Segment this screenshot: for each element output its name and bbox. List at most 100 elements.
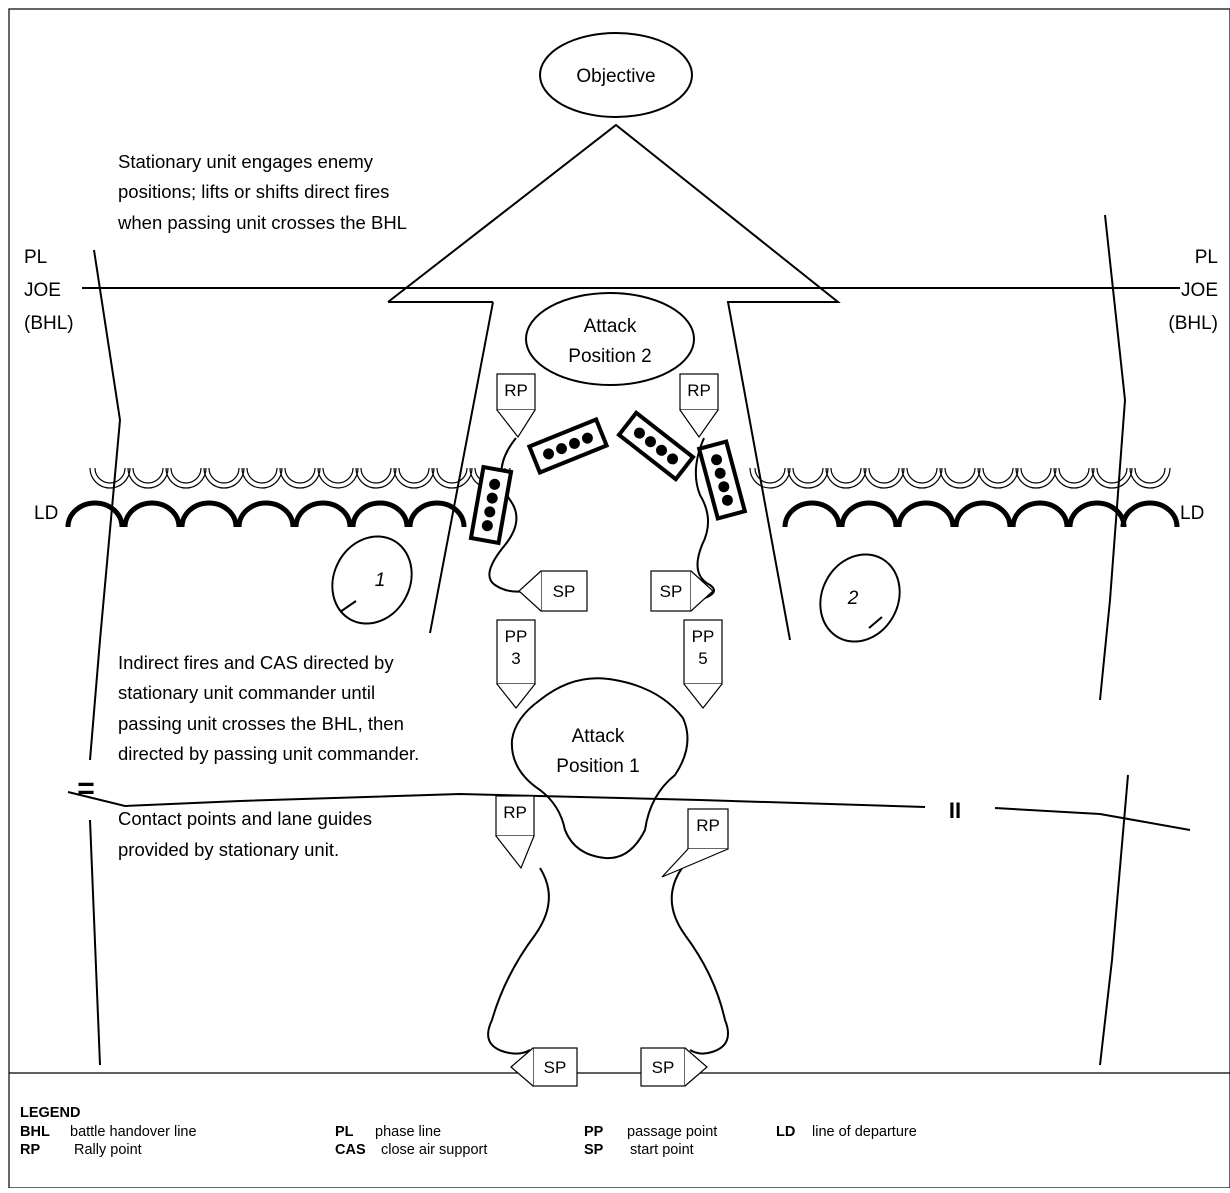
ld-thin-arc	[241, 467, 283, 489]
unit-2-symbol: 2	[819, 553, 901, 643]
indirect-fires-note: Indirect fires and CAS directed by stati…	[118, 652, 419, 764]
ap1-line-1: Attack	[572, 726, 625, 747]
lower-boundary-line	[67, 791, 1191, 831]
note-contact-1: Contact points and lane guides	[118, 808, 372, 829]
attack-position-1	[510, 677, 689, 860]
pl-left-line-2: JOE	[24, 280, 61, 301]
platoon-symbols	[468, 409, 748, 546]
ld-thick-arc	[293, 500, 353, 528]
right-upper-lane	[694, 437, 715, 599]
pp-marker-5-text-0: PP	[692, 627, 715, 646]
ap2-line-2: Position 2	[568, 346, 651, 367]
legend-abbr-rp: RP	[20, 1142, 40, 1158]
sp-marker-upper-left: SP	[518, 570, 588, 612]
rp-marker-lower-right: RP	[661, 808, 729, 878]
rp-marker-lower-right-text-0: RP	[696, 816, 720, 835]
ld-thin-arc	[825, 467, 867, 489]
ld-thin-arc	[1091, 467, 1133, 489]
pp-marker-3-text-0: PP	[505, 627, 528, 646]
pl-left-line-3: (BHL)	[24, 313, 74, 334]
unit-1-label: 1	[375, 570, 386, 591]
sp-marker-lower-right-text: SP	[652, 1058, 675, 1077]
pp-marker-5: PP 5	[683, 619, 723, 709]
legend-text-pl: phase line	[375, 1124, 441, 1140]
left-lower-lane	[487, 867, 550, 1055]
ld-thin-arc	[393, 467, 435, 489]
boundary-echelon-symbol: II	[949, 798, 961, 823]
unit-boundary-symbol: =	[77, 772, 95, 805]
ld-thick-arc	[896, 500, 956, 528]
objective-label: Objective	[576, 66, 655, 87]
legend-text-pp: passage point	[627, 1124, 717, 1140]
sp-marker-upper-left-text: SP	[553, 582, 576, 601]
ld-thin-arc	[1015, 467, 1057, 489]
ld-thick-arc	[782, 500, 842, 528]
note-indirect-4: directed by passing unit commander.	[118, 743, 419, 764]
platoon-right-lower	[696, 439, 748, 521]
right-unit-boundary	[1099, 214, 1129, 1066]
note-stationary-3: when passing unit crosses the BHL	[117, 212, 407, 233]
ld-thin-arcs	[89, 467, 1171, 489]
pp-marker-3: PP 3	[496, 619, 536, 709]
legend-abbr-cas: CAS	[335, 1142, 366, 1158]
ld-thin-arc	[127, 467, 169, 489]
attack-position-2	[525, 292, 695, 386]
ld-thin-arc	[355, 467, 397, 489]
legend-text-rp: Rally point	[74, 1142, 142, 1158]
ld-thin-arc	[89, 467, 131, 489]
pp-marker-5-text-1: 5	[698, 649, 707, 668]
note-indirect-2: stationary unit commander until	[118, 682, 375, 703]
note-contact-2: provided by stationary unit.	[118, 839, 339, 860]
right-lower-lane	[670, 867, 729, 1055]
ld-thick-arc	[1010, 500, 1070, 528]
legend-text-ld: line of departure	[812, 1124, 917, 1140]
ld-thin-arc	[977, 467, 1019, 489]
note-stationary-2: positions; lifts or shifts direct fires	[118, 181, 389, 202]
ld-thick-arc	[122, 500, 182, 528]
ld-thin-arc	[279, 467, 321, 489]
sp-marker-lower-left: SP	[510, 1047, 578, 1087]
ld-thin-arc	[939, 467, 981, 489]
ld-left-label: LD	[34, 503, 58, 524]
ld-thin-arc	[901, 467, 943, 489]
ap2-line-1: Attack	[584, 316, 637, 337]
legend-text-cas: close air support	[381, 1142, 487, 1158]
note-stationary-1: Stationary unit engages enemy	[118, 151, 374, 172]
ld-thin-arc	[317, 467, 359, 489]
pl-right-line-2: JOE	[1181, 280, 1218, 301]
ld-thick-arc	[65, 500, 125, 528]
legend-abbr-pl: PL	[335, 1124, 354, 1140]
sp-marker-upper-right: SP	[650, 570, 714, 612]
axis-of-advance-arrow	[387, 123, 841, 641]
rp-marker-upper-right: RP	[679, 373, 719, 439]
ld-thick-arc	[839, 500, 899, 528]
ld-thick-arc	[179, 500, 239, 528]
ld-thick-arc	[236, 500, 296, 528]
ld-thin-arc	[1129, 467, 1171, 489]
rp-marker-upper-left: RP	[496, 373, 536, 439]
ld-thin-arc	[749, 467, 791, 489]
platoon-left-lower	[468, 464, 514, 546]
legend-text-bhl: battle handover line	[70, 1124, 197, 1140]
ld-thick-arc	[407, 500, 467, 528]
legend-abbr-ld: LD	[776, 1124, 795, 1140]
ap1-line-2: Position 1	[556, 756, 639, 777]
ld-right-label: LD	[1180, 503, 1204, 524]
pp-marker-3-text-1: 3	[511, 649, 520, 668]
rp-marker-lower-left-text-0: RP	[503, 803, 527, 822]
legend: LEGEND BHL battle handover line PL phase…	[20, 1105, 917, 1158]
ld-thin-arc	[787, 467, 829, 489]
pl-left-line-1: PL	[24, 247, 47, 268]
platoon-left-upper	[526, 416, 610, 476]
legend-abbr-pp: PP	[584, 1124, 604, 1140]
platoon-right-upper	[616, 409, 696, 483]
ld-thick-arc	[350, 500, 410, 528]
legend-abbr-sp: SP	[584, 1142, 604, 1158]
ld-thick-arc	[1067, 500, 1127, 528]
left-unit-boundary	[89, 249, 122, 1066]
sp-marker-lower-right: SP	[640, 1047, 708, 1087]
pl-right-line-1: PL	[1195, 247, 1218, 268]
